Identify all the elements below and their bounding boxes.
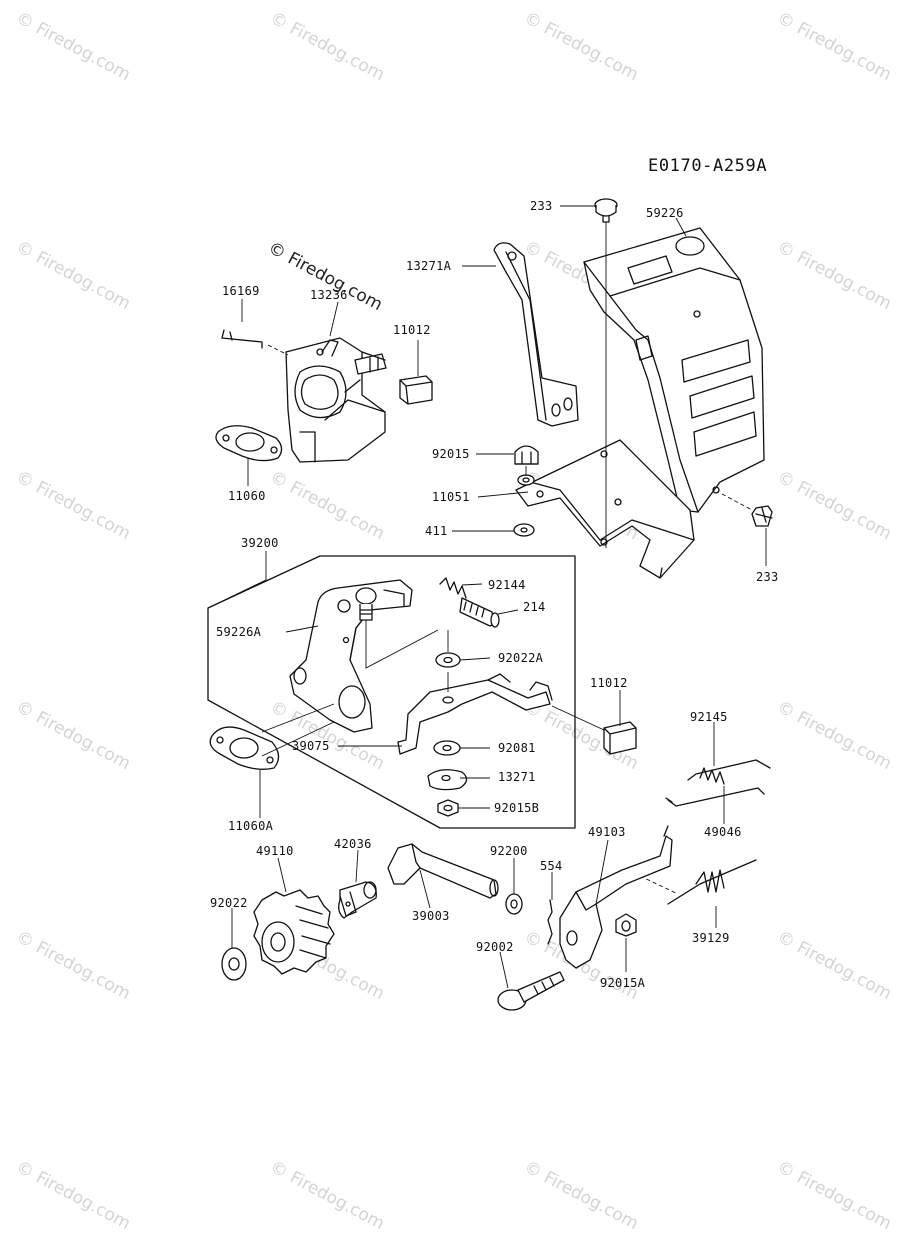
- part-label: 49110: [256, 844, 294, 858]
- spring-92144: [439, 577, 467, 599]
- pin-554: [547, 899, 553, 945]
- carburetor-bracket-13236: [285, 337, 387, 463]
- part-label: 13271A: [406, 259, 452, 273]
- part-label: 214: [523, 600, 546, 614]
- nut-92015: [514, 445, 539, 465]
- part-label: 11012: [590, 676, 628, 690]
- spring-16169: [221, 329, 263, 349]
- part-label: 92015: [432, 447, 470, 461]
- insulator-11012-mid: [603, 721, 637, 755]
- diagram-code: E0170-A259A: [648, 156, 768, 176]
- part-label: 233: [530, 199, 553, 213]
- spring-39129: [667, 859, 757, 905]
- part-label: 39200: [241, 536, 279, 550]
- part-label: 92022: [210, 896, 248, 910]
- part-label: 11060A: [228, 819, 274, 833]
- rod-49046: [665, 787, 765, 807]
- bolt-233-bottom: [751, 505, 773, 527]
- exploded-view-drawing: [207, 198, 773, 1011]
- part-label: 411: [425, 524, 448, 538]
- part-label: 42036: [334, 837, 372, 851]
- bolt-92002: [497, 971, 565, 1011]
- collar-13271: [427, 769, 468, 791]
- part-label: 92200: [490, 844, 528, 858]
- part-label: 39129: [692, 931, 730, 945]
- governor-lever-49103: [559, 825, 673, 969]
- part-label: 92015B: [494, 801, 540, 815]
- nut-92015B: [437, 799, 459, 817]
- screw-214: [459, 597, 500, 628]
- gasket-11060A: [209, 726, 280, 770]
- part-label: 11051: [432, 490, 470, 504]
- part-label: 59226A: [216, 625, 262, 639]
- gasket-11060: [215, 425, 283, 462]
- part-label: 11060: [228, 489, 266, 503]
- governor-shaft-42036: [338, 881, 377, 919]
- lever-39075: [397, 673, 553, 755]
- bolt-233-top: [594, 198, 618, 223]
- part-label: 92002: [476, 940, 514, 954]
- part-label: 13236: [310, 288, 348, 302]
- part-label: 92015A: [600, 976, 646, 990]
- part-label: 92081: [498, 741, 536, 755]
- part-label: 92022A: [498, 651, 544, 665]
- part-label: 49103: [588, 825, 626, 839]
- control-plate-59226A: [289, 579, 413, 733]
- part-label: 16169: [222, 284, 260, 298]
- washer-92022: [221, 947, 247, 981]
- washer-411: [513, 523, 535, 537]
- part-label: 92145: [690, 710, 728, 724]
- governor-shaft-39003: [387, 843, 499, 899]
- part-label: 11012: [393, 323, 431, 337]
- part-label: 92144: [488, 578, 526, 592]
- part-label: 554: [540, 859, 563, 873]
- spring-92145: [687, 759, 771, 785]
- part-label: 233: [756, 570, 779, 584]
- part-label: 39075: [292, 739, 330, 753]
- part-label: 49046: [704, 825, 742, 839]
- governor-gear-49110: [253, 889, 335, 975]
- nut-92015A: [615, 913, 637, 937]
- parts-diagram-page: © Firedog.com © Firedog.com © Firedog.co…: [13, 8, 895, 1234]
- part-label: 39003: [412, 909, 450, 923]
- bracket-13271A: [493, 242, 579, 427]
- bracket-plate-11051: [515, 439, 695, 579]
- insulator-11012: [399, 375, 433, 405]
- leader-lines: [207, 205, 767, 989]
- part-label: 59226: [646, 206, 684, 220]
- part-label: 13271: [498, 770, 536, 784]
